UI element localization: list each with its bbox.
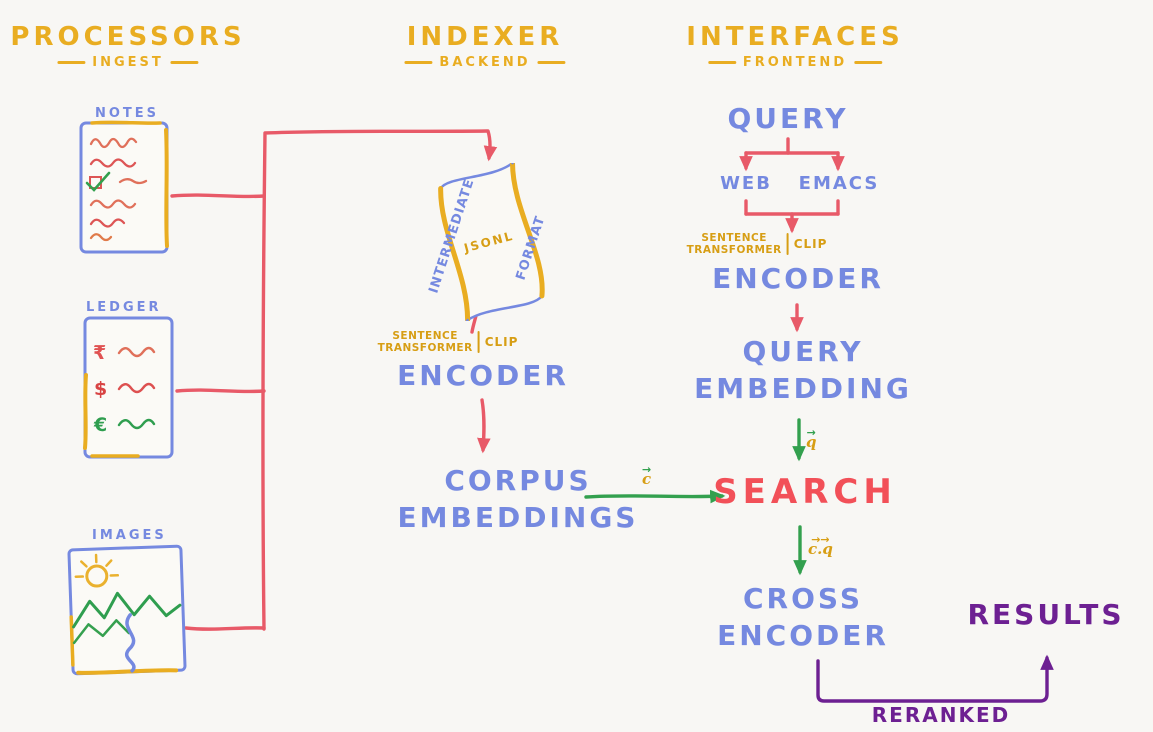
river-sketch	[125, 613, 136, 673]
interfaces-caption-clip: CLIP	[793, 237, 828, 251]
interfaces-encoder-label: ENCODER	[712, 262, 884, 295]
subtitle-dash	[854, 61, 883, 64]
notes-card	[78, 120, 170, 255]
rupee-symbol: ₹	[93, 342, 106, 364]
images-sketch	[67, 544, 187, 676]
processors-subtitle: INGEST	[92, 55, 164, 70]
caption-divider	[786, 233, 789, 255]
interfaces-caption-sentence: SENTENCE	[701, 232, 767, 244]
corpus-line2: EMBEDDINGS	[397, 501, 639, 534]
notes-yellow-edge	[164, 128, 169, 248]
ledger-yellow-edge	[83, 373, 88, 450]
interfaces-header: INTERFACES FRONTEND	[686, 22, 903, 70]
images-label: IMAGES	[92, 528, 167, 543]
indexer-caption-sentence: SENTENCE	[392, 330, 458, 342]
indexer-caption-stack: SENTENCE TRANSFORMER	[378, 330, 473, 354]
interfaces-encoder-caption: SENTENCE TRANSFORMER CLIP	[687, 232, 828, 256]
dot-product-label: →→ c.q	[808, 533, 833, 558]
indexer-encoder-to-corpus-arrow	[477, 398, 491, 454]
indexer-encoder-label: ENCODER	[397, 359, 569, 392]
reranked-label: RERANKED	[871, 703, 1011, 727]
notes-checkmark	[85, 171, 111, 192]
vector-arrow-icon: →	[806, 426, 816, 439]
dollar-symbol: $	[94, 378, 107, 400]
ledger-connector-line	[175, 388, 266, 394]
interfaces-subtitle-row: FRONTEND	[707, 55, 883, 70]
query-embedding-label: QUERY EMBEDDING	[694, 333, 912, 407]
search-label: SEARCH	[713, 472, 897, 512]
indexer-caption-transformer: TRANSFORMER	[377, 342, 473, 354]
query-label: QUERY	[727, 102, 849, 135]
results-label: RESULTS	[967, 598, 1125, 631]
images-connector-line	[184, 626, 266, 631]
ledger-scribbles	[117, 346, 156, 430]
vector-arrow-icon: →	[642, 463, 652, 476]
notes-label: NOTES	[95, 106, 160, 121]
indexer-encoder-caption: SENTENCE TRANSFORMER CLIP	[378, 330, 519, 354]
vector-arrow-icon: →→	[811, 533, 830, 546]
notes-connector-line	[170, 193, 266, 199]
subtitle-dash	[404, 61, 433, 64]
subtitle-dash	[57, 61, 86, 64]
indexer-title: INDEXER	[406, 22, 564, 52]
ledger-sketch: ₹ $ €	[83, 316, 174, 459]
indexer-header: INDEXER BACKEND	[404, 22, 566, 70]
jsonl-arrow	[483, 129, 498, 162]
subtitle-dash	[707, 61, 736, 64]
corpus-line1: CORPUS	[444, 464, 592, 497]
interfaces-caption-stack: SENTENCE TRANSFORMER	[687, 232, 782, 256]
euro-symbol: €	[93, 414, 107, 436]
notes-scribbles	[85, 137, 148, 242]
interfaces-subtitle: FRONTEND	[742, 55, 848, 70]
cross-encoder-line2: ENCODER	[717, 619, 889, 652]
images-yellow-edge	[76, 668, 179, 675]
web-client-label: WEB	[720, 173, 772, 194]
indexer-subtitle: BACKEND	[439, 55, 531, 70]
cross-encoder-line1: CROSS	[743, 582, 863, 615]
ledger-card: ₹ $ €	[82, 315, 175, 460]
subtitle-dash	[537, 61, 566, 64]
sun-icon	[74, 553, 120, 588]
ledger-label: LEDGER	[86, 300, 162, 315]
indexer-subtitle-row: BACKEND	[404, 55, 566, 70]
query-embedding-line2: EMBEDDING	[694, 372, 912, 405]
corpus-embeddings-label: CORPUS EMBEDDINGS	[398, 462, 639, 536]
corpus-vector-label: → c	[642, 463, 652, 488]
processors-subtitle-row: INGEST	[57, 55, 199, 70]
rerank-connector-group	[816, 654, 1054, 703]
query-embedding-line1: QUERY	[742, 335, 864, 368]
emacs-client-label: EMACS	[798, 173, 880, 194]
interfaces-title: INTERFACES	[686, 22, 904, 52]
processors-title: PROCESSORS	[10, 22, 246, 52]
cross-encoder-label: CROSS ENCODER	[717, 580, 889, 654]
notes-sketch	[79, 120, 169, 254]
indexer-caption-clip: CLIP	[484, 335, 519, 349]
processors-header: PROCESSORS INGEST	[10, 22, 245, 70]
query-vector-label: → q	[806, 426, 817, 451]
images-card	[66, 543, 188, 677]
interfaces-caption-transformer: TRANSFORMER	[686, 244, 782, 256]
caption-divider	[477, 331, 480, 353]
mountains-sketch	[72, 591, 182, 645]
cross-encoder-to-results-arrow	[816, 654, 1054, 703]
subtitle-dash	[170, 61, 199, 64]
